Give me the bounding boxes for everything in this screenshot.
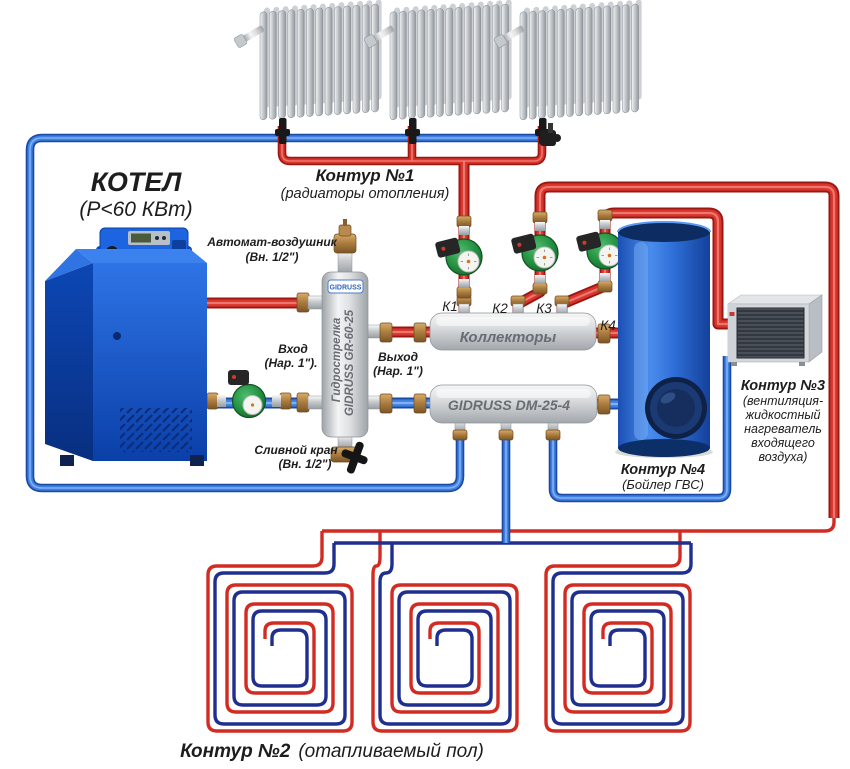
labels: КОТЕЛ (P<60 КВт) Автомат-воздушник (Вн. … (79, 166, 825, 762)
hydraulic-separator: GIDRUSS Гидрострелка GIDRUSS GR-60-25 (296, 219, 393, 474)
circuit3-sub-1: (вентиляция- (743, 394, 823, 408)
port-label-k3: К3 (536, 301, 552, 316)
separator-body (321, 271, 369, 438)
pump-k2 (510, 211, 559, 295)
circuit2-label: Контур №2 (отапливаемый пол) (180, 741, 484, 762)
radiator-line-valve-icon (540, 123, 561, 146)
port-label-k2: К2 (492, 301, 508, 316)
boiler-peephole-icon (113, 332, 121, 340)
supply-collector: Коллекторы (413, 295, 611, 351)
outlet-label-1: Выход (378, 350, 418, 364)
pump-k1 (434, 215, 483, 299)
circuit3-sub-2: жидкостный (744, 408, 820, 422)
circuit2-subtitle: (отапливаемый пол) (298, 741, 484, 762)
radiator-2 (363, 0, 511, 144)
boiler-power: (P<60 КВт) (79, 198, 192, 221)
radiators (233, 0, 641, 146)
separator-label-line2: GIDRUSS GR-60-25 (344, 309, 356, 416)
boiler-title: КОТЕЛ (91, 167, 183, 197)
floor-loop-3-supply-coil (544, 531, 692, 733)
floor-loop-1-supply-coil (206, 531, 354, 733)
floor-heating-circuit (206, 514, 836, 733)
dhw-tank (615, 221, 713, 458)
air-vent-label-1: Автомат-воздушник (206, 235, 337, 249)
floor-loop-2-return-coil (378, 543, 512, 726)
pump-boiler-return (206, 369, 292, 419)
circuit3-sub-4: входящего (751, 436, 815, 450)
drain-label-2: (Вн. 1/2") (279, 457, 332, 471)
air-vent-label-2: (Вн. 1/2") (246, 250, 299, 264)
circuit1-subtitle: (радиаторы отопления) (281, 186, 450, 202)
port-label-k1: К1 (442, 299, 457, 314)
manifold-label: GIDRUSS DM-25-4 (448, 397, 570, 413)
circuit4-title: Контур №4 (621, 462, 705, 478)
floor-loop-2-supply-coil (371, 531, 519, 733)
tank-porthole (645, 377, 707, 439)
circuit3-title: Контур №3 (741, 378, 825, 394)
circuit3-sub-3: нагреватель (744, 422, 822, 436)
floor-loop-3-return-coil (551, 543, 693, 726)
boiler-unit (45, 227, 207, 466)
port-label-k4: К4 (600, 318, 615, 333)
inlet-label-1: Вход (278, 342, 308, 356)
circuit3-sub-5: воздуха) (759, 450, 808, 464)
floor-supply-line (322, 514, 836, 533)
collector-label: Коллекторы (460, 329, 557, 346)
inlet-label-2: (Нар. 1"). (264, 356, 317, 370)
vent-heater-unit (727, 294, 823, 366)
circuit2-title: Контур №2 (180, 741, 291, 762)
air-vent-valve (333, 219, 357, 254)
floor-loop-1-return-coil (213, 543, 347, 726)
radiator-1 (233, 0, 381, 144)
circuit1-title: Контур №1 (316, 166, 415, 185)
separator-brand-badge: GIDRUSS (327, 279, 364, 294)
drain-label-1: Сливной кран (254, 443, 338, 457)
separator-label-line1: Гидрострелка (331, 317, 343, 402)
heater-grille (736, 307, 805, 359)
air-vent-stub (337, 249, 353, 275)
separator-badge-text: GIDRUSS (330, 285, 362, 292)
return-manifold: GIDRUSS DM-25-4 (413, 384, 611, 441)
circuit4-subtitle: (Бойлер ГВС) (622, 477, 704, 492)
radiator-3 (493, 0, 641, 144)
boiler-vent-grille (120, 408, 192, 452)
drain-valve (330, 441, 368, 474)
pump-k3 (575, 209, 624, 293)
outlet-label-2: (Нар. 1") (373, 364, 423, 378)
